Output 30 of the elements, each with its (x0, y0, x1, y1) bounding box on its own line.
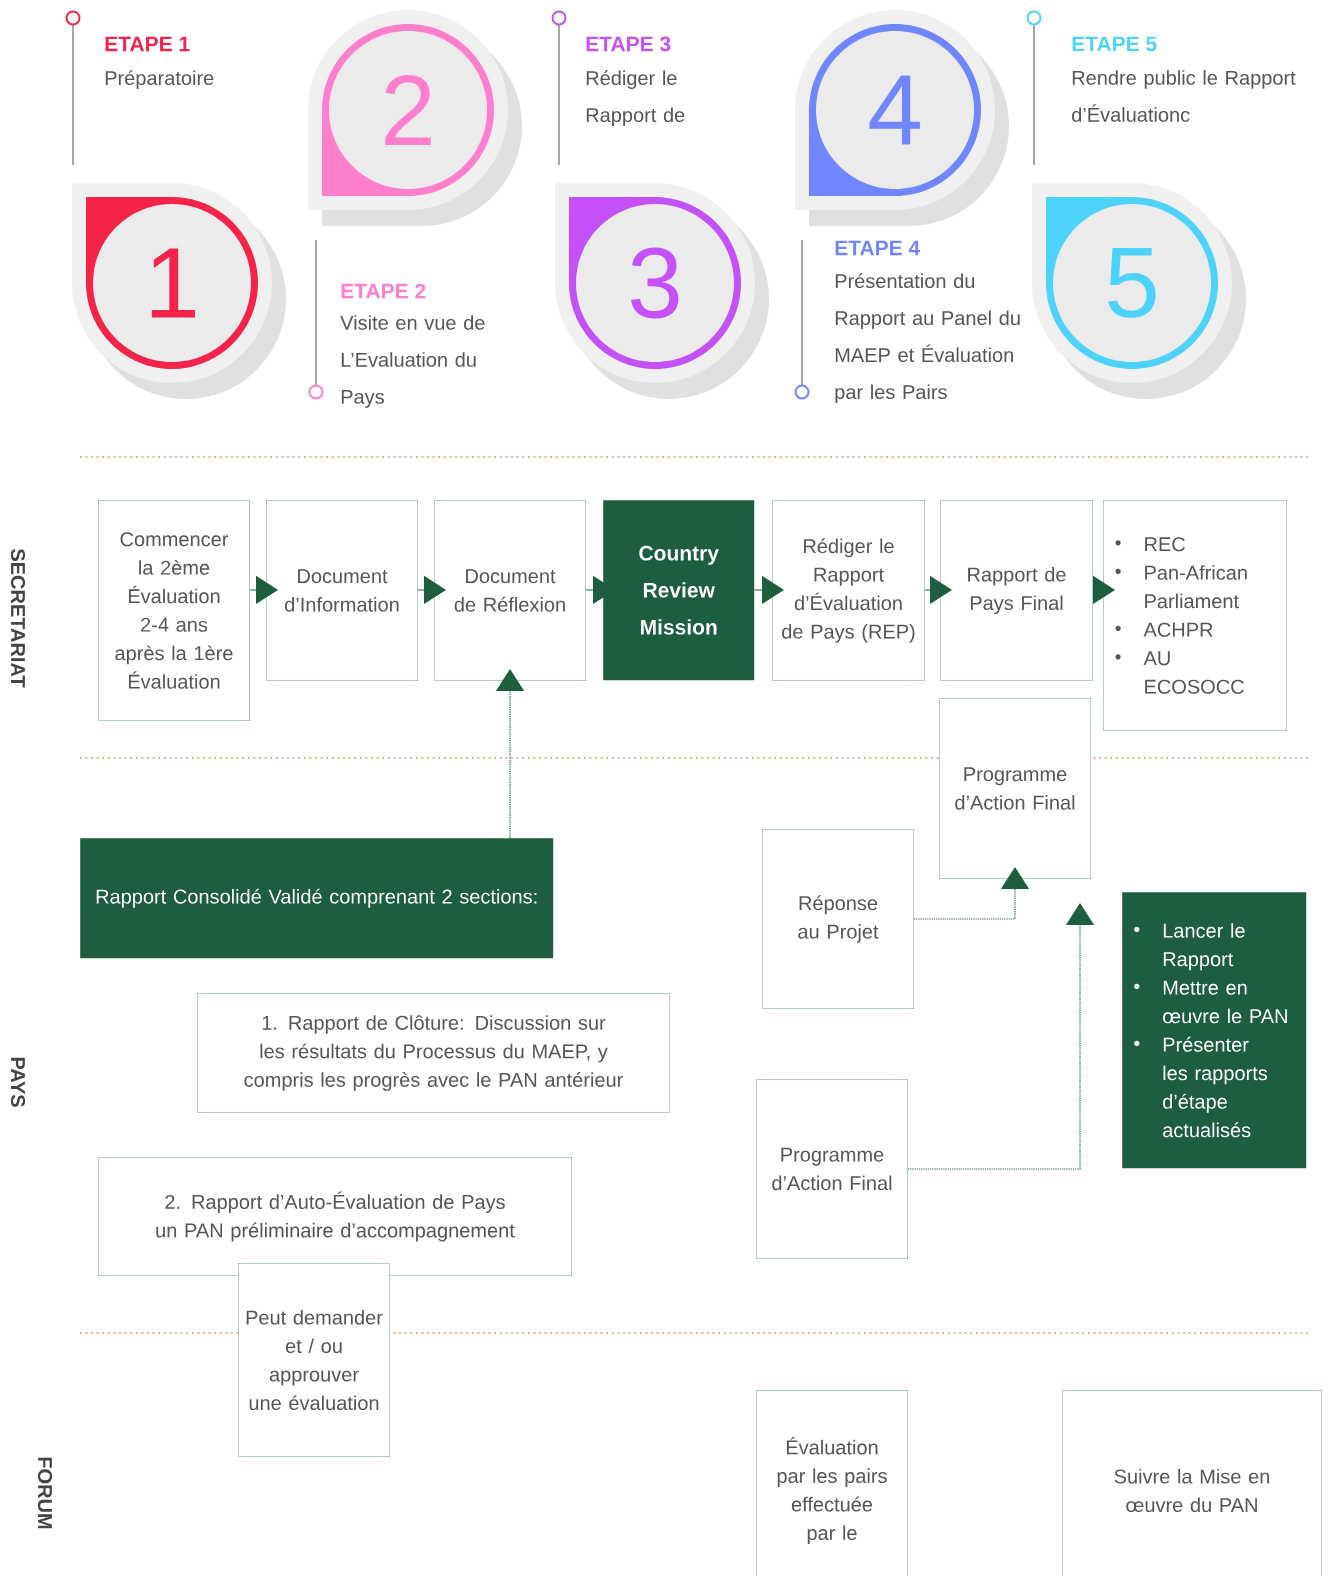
process-box: Peut demander et / ou approuver une évaluation (238, 1263, 390, 1457)
step-heading: ETAPE 4 (835, 240, 921, 256)
step-description: Rédiger le Rapport de (586, 70, 685, 127)
process-box: Suivre la Mise en œuvre du PAN (1062, 1390, 1322, 1576)
step-description: Rendre public le Rapport d’Évaluationc (1072, 70, 1296, 122)
step-heading: ETAPE 1 (105, 36, 190, 52)
bullet-list-box: Lancer le Rapport Mettre en œuvre le PAN Présenter les rapports d’étape actualisés (1122, 892, 1307, 1169)
step-description: Présentation du Rapport au Panel du MAEP et Évaluation par les Pairs (835, 273, 1020, 404)
bullet-list-box: REC Pan-African Parliament ACHPR AU ECOSOCC (1103, 500, 1287, 731)
process-box: Document d’Information (266, 500, 418, 681)
step-description: Visite en vue de L’Evaluation du Pays (340, 315, 485, 408)
row-label: PAYS (10, 1057, 26, 1107)
process-box: 1. Rapport de Clôture: Discussion sur les résultats du Processus du MAEP, y compris les progrès avec le PAN antérieur (197, 993, 670, 1113)
process-box: Rapport Consolidé Validé comprenant 2 sections: (80, 838, 554, 959)
step-heading: ETAPE 3 (586, 36, 671, 52)
process-box: Programme d’Action Final (939, 698, 1091, 879)
step-description: Préparatoire (105, 70, 214, 90)
process-box: Rapport de Pays Final (940, 500, 1093, 681)
process-box: Document de Réflexion (434, 500, 586, 681)
process-box: Réponse au Projet (762, 829, 914, 1009)
process-box: Country Review Mission (603, 500, 755, 681)
process-box: Commencer la 2ème Évaluation 2-4 ans après la 1ère Évaluation (98, 500, 250, 721)
step-heading: ETAPE 5 (1072, 36, 1157, 52)
process-box: Programme d’Action Final (756, 1079, 908, 1259)
step-heading: ETAPE 2 (341, 283, 426, 299)
process-box: Évaluation par les pairs effectuée par le (756, 1390, 908, 1576)
process-box: Rédiger le Rapport d’Évaluation de Pays (REP) (772, 500, 925, 681)
process-box: 2. Rapport d’Auto-Évaluation de Pays un PAN préliminaire d’accompagnement (98, 1157, 572, 1276)
row-label: SECRETARIAT (10, 548, 26, 688)
row-label: FORUM (37, 1457, 53, 1529)
